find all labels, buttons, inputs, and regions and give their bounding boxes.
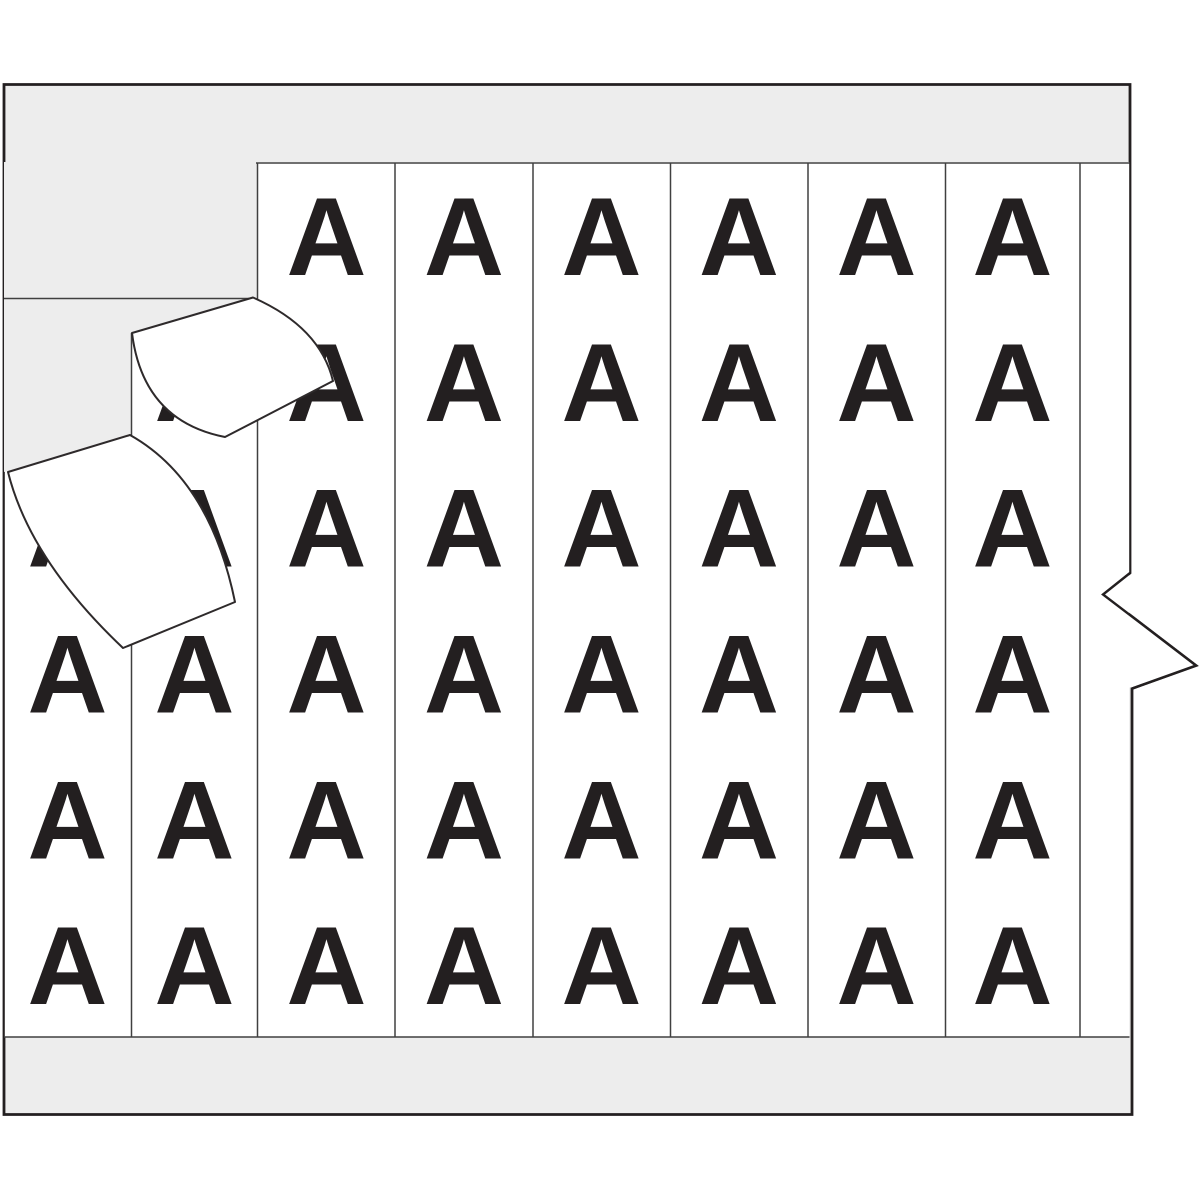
marker-letter: A: [286, 613, 366, 737]
marker-letter: A: [972, 467, 1052, 591]
marker-letter: A: [27, 613, 107, 737]
marker-letter: A: [424, 613, 504, 737]
peeled-label-lower: [7, 434, 236, 649]
marker-letter: A: [561, 467, 641, 591]
marker-letter: A: [699, 175, 779, 299]
marker-letter: A: [561, 175, 641, 299]
marker-letter: A: [972, 904, 1052, 1028]
marker-letter: A: [561, 904, 641, 1028]
strip-divider-lines: [4, 162, 1130, 1038]
marker-letter: A: [699, 321, 779, 445]
marker-letter: A: [836, 467, 916, 591]
marker-letter: A: [836, 321, 916, 445]
marker-letter: A: [424, 758, 504, 882]
marker-letter: A: [286, 758, 366, 882]
pull-tab-arrow-outline: [1101, 572, 1199, 690]
marker-letter: A: [286, 467, 366, 591]
marker-letter: A: [836, 904, 916, 1028]
marker-letter: A: [836, 175, 916, 299]
marker-letter: A: [424, 321, 504, 445]
marker-letter: A: [972, 758, 1052, 882]
marker-letter: A: [424, 904, 504, 1028]
marker-letter: A: [154, 758, 234, 882]
marker-letter: A: [972, 175, 1052, 299]
marker-letter: A: [699, 467, 779, 591]
marker-letter: A: [286, 904, 366, 1028]
peeled-labels: [7, 296, 334, 649]
marker-letter: A: [972, 613, 1052, 737]
marker-letter: A: [154, 904, 234, 1028]
marker-letter: A: [27, 904, 107, 1028]
marker-letter: A: [699, 904, 779, 1028]
marker-letter: A: [699, 613, 779, 737]
marker-letter: A: [699, 758, 779, 882]
marker-letter: A: [286, 175, 366, 299]
marker-letter: A: [561, 613, 641, 737]
marker-letter: A: [27, 758, 107, 882]
marker-letter: A: [561, 321, 641, 445]
peeled-label-upper: [131, 296, 334, 438]
removed-labels-liner-area: [4, 162, 257, 472]
marker-letter: A: [154, 613, 234, 737]
marker-letter: A: [836, 613, 916, 737]
marker-letter: A: [561, 758, 641, 882]
marker-letter: A: [836, 758, 916, 882]
marker-letter: A: [424, 175, 504, 299]
marker-letter: A: [972, 321, 1052, 445]
marker-letter: A: [424, 467, 504, 591]
